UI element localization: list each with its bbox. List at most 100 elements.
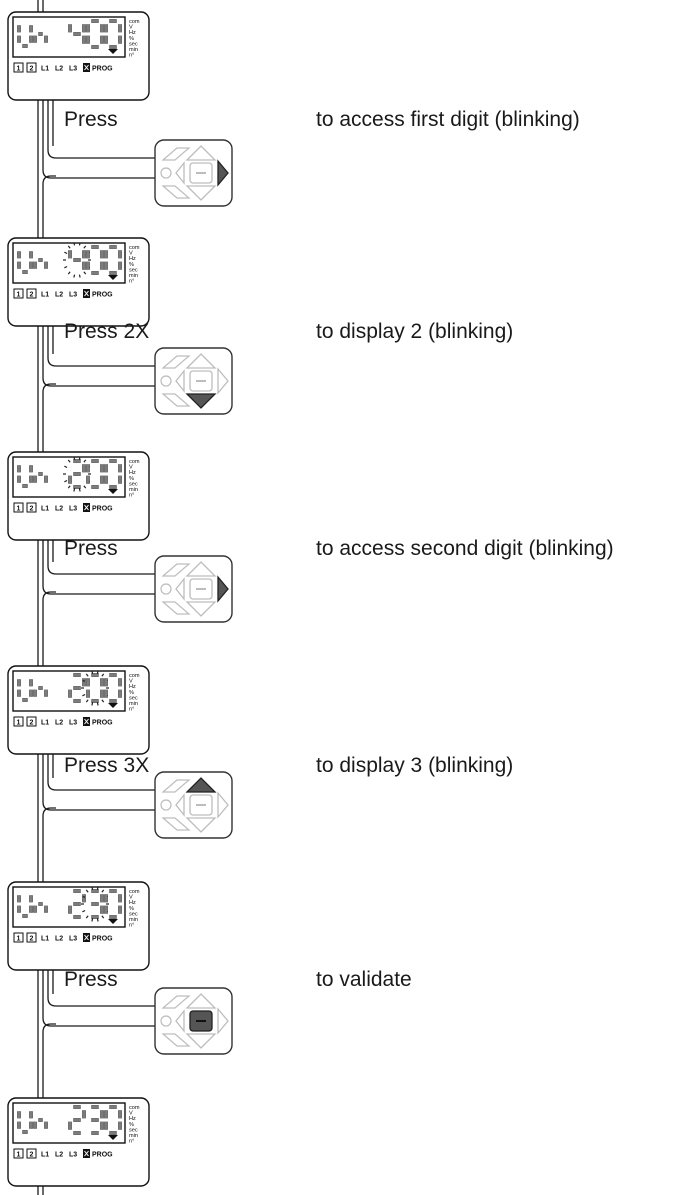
unit-label: V: [129, 25, 133, 31]
action-description: to display 3 (blinking): [316, 754, 514, 777]
left-arrow-key: [175, 793, 185, 817]
unit-label: Hz: [129, 470, 136, 476]
back-key: [161, 1033, 191, 1047]
right-arrow-key: [217, 159, 229, 187]
indicator-label: PROG: [92, 506, 113, 513]
down-arrow-key: [185, 185, 217, 201]
reset-key: [160, 583, 172, 595]
unit-label: V: [129, 465, 133, 471]
menu-key: [161, 355, 191, 369]
keypad: [154, 555, 233, 623]
indicator-label: L2: [55, 720, 63, 727]
value-digits: [68, 670, 122, 706]
indicator-label: 1: [17, 1152, 21, 1159]
unit-label: %: [129, 906, 134, 912]
right-arrow-key: [217, 575, 229, 603]
parameter-code: [17, 251, 48, 274]
indicator-label: 2: [30, 292, 34, 299]
pointer-icon: [108, 919, 118, 924]
back-key: [161, 817, 191, 831]
indicator-label: L3: [69, 1152, 77, 1159]
unit-label: Hz: [129, 684, 136, 690]
unit-label: n°: [129, 493, 134, 499]
unit-label: sec: [129, 41, 138, 47]
keypad: [154, 987, 233, 1055]
indicator-label: 1: [17, 720, 21, 727]
press-instruction: Press 3X: [64, 754, 150, 777]
indicator-label: L1: [41, 506, 49, 513]
parameter-code: [17, 679, 48, 702]
press-instruction: Press 2X: [64, 320, 150, 343]
indicator-label: 2: [30, 936, 34, 943]
unit-label: V: [129, 251, 133, 257]
unit-label: sec: [129, 481, 138, 487]
value-digits: [63, 242, 122, 278]
indicator-label: 1: [17, 506, 21, 513]
unit-label: Hz: [129, 1116, 136, 1122]
indicator-label: L2: [55, 66, 63, 73]
back-key: [161, 393, 191, 407]
unit-label: sec: [129, 267, 138, 273]
indicator-label: PROG: [92, 66, 113, 73]
up-arrow-key: [185, 353, 217, 369]
right-arrow-key: [217, 791, 229, 819]
reset-key: [160, 799, 172, 811]
indicator-label: L2: [55, 506, 63, 513]
menu-key: [161, 563, 191, 577]
unit-label: com: [129, 889, 140, 895]
indicator-label: PROG: [92, 1152, 113, 1159]
indicator-label: L2: [55, 1152, 63, 1159]
indicator-label: L3: [69, 66, 77, 73]
unit-label: com: [129, 673, 140, 679]
action-description: to display 2 (blinking): [316, 320, 514, 343]
left-arrow-key: [175, 577, 185, 601]
indicator-label: L1: [41, 720, 49, 727]
unit-label: Hz: [129, 30, 136, 36]
unit-label: com: [129, 19, 140, 25]
reset-key: [160, 1015, 172, 1027]
unit-label: com: [129, 1105, 140, 1111]
up-arrow-key: [185, 561, 217, 577]
pointer-icon: [108, 489, 118, 494]
pointer-icon: [108, 49, 118, 54]
indicator-label: 1: [17, 66, 21, 73]
pointer-icon: [108, 1135, 118, 1140]
parameter-code: [17, 1111, 48, 1134]
unit-label: sec: [129, 695, 138, 701]
keypad: [154, 771, 233, 839]
pointer-icon: [108, 275, 118, 280]
unit-label: min: [129, 273, 138, 279]
press-instruction: Press: [64, 968, 118, 991]
indicator-label: L1: [41, 1152, 49, 1159]
reset-key: [160, 167, 172, 179]
unit-label: n°: [129, 707, 134, 713]
unit-label: %: [129, 690, 134, 696]
indicator-label: 2: [30, 506, 34, 513]
unit-label: Hz: [129, 256, 136, 262]
back-key: [161, 601, 191, 615]
value-digits: [68, 19, 122, 49]
indicator-label: 2: [30, 1152, 34, 1159]
unit-label: V: [129, 895, 133, 901]
flow-lines: [37, 0, 155, 1195]
right-arrow-key: [217, 367, 229, 395]
pointer-icon: [108, 703, 118, 708]
indicator-label: PROG: [92, 292, 113, 299]
unit-label: %: [129, 36, 134, 42]
unit-label: %: [129, 262, 134, 268]
up-arrow-key: [185, 777, 217, 793]
unit-label: min: [129, 1133, 138, 1139]
menu-key: [161, 147, 191, 161]
press-instruction: Press: [64, 537, 118, 560]
value-digits: [68, 886, 122, 922]
